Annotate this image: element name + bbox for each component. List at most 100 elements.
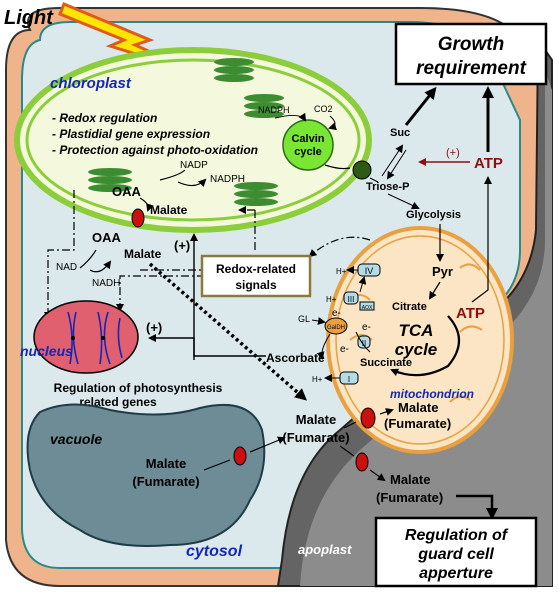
co2-arrow: [328, 115, 337, 131]
calvin-output-arrow: [324, 164, 351, 170]
triose-glycolysis-arrow: [387, 193, 420, 210]
succinate-label: Succinate: [360, 357, 412, 369]
nadph-top-label: NADPH: [258, 105, 290, 115]
calvin-label-1: Calvin: [291, 133, 324, 145]
cristae: [347, 263, 483, 403]
chloroplast-label: chloroplast: [50, 75, 132, 92]
ascorbate-label: Ascorbate: [266, 351, 325, 365]
plus-suc-label: (+): [446, 147, 460, 159]
calvin-cycle-node: [282, 119, 334, 171]
growth-requirement-box: [394, 22, 548, 86]
mitochondrion-inner: [335, 235, 505, 445]
pyr-citrate-arrow: [428, 281, 441, 300]
mitochondrion-label: mitochondrion: [390, 387, 474, 401]
mito-transporter: [360, 407, 376, 429]
light-label: Light: [4, 7, 54, 29]
vacuole-label: vacuole: [50, 431, 102, 447]
oaa-malate-chloro-arrow: [139, 197, 154, 212]
nadh-label: NADH: [92, 278, 120, 289]
h-plus-label-1: H+: [336, 267, 347, 276]
gl-label: GL: [298, 314, 310, 324]
cytosol-label: cytosol: [186, 543, 243, 560]
signal-line-mito: [308, 236, 371, 258]
tca-cycle-arrow: [390, 315, 461, 377]
triose-p-label: Triose-P: [366, 181, 409, 193]
complex-iv-label: IV: [365, 266, 374, 276]
chloroplast-inner: [25, 58, 361, 222]
tca-label-2: cycle: [395, 340, 438, 359]
redox-signals-box: [200, 254, 312, 298]
glycolysis-label: Glycolysis: [406, 209, 461, 221]
signal-line-upper: [240, 210, 256, 250]
atp-mito-label: ATP: [456, 305, 485, 322]
thylakoid-stack-3: [88, 168, 132, 192]
malate-chloro-label: Malate: [150, 203, 188, 217]
complex-i-label: I: [348, 375, 350, 384]
vacuole-node: [26, 403, 266, 547]
calvin-label-2: cycle: [294, 146, 322, 158]
oaa-chloro-label: OAA: [112, 184, 142, 199]
co2-label: CO2: [314, 104, 333, 114]
chloroplast-transporter: [131, 208, 145, 228]
redox-signals-label-2: signals: [235, 278, 277, 292]
e-minus-label-2: e-: [362, 322, 371, 333]
chloro-bullet-1: - Redox regulation: [52, 111, 157, 125]
guard-label-3: apperture: [419, 565, 493, 582]
chloro-bullet-3: - Protection against photo-oxidation: [52, 143, 258, 157]
citrate-label: Citrate: [392, 301, 427, 313]
complex-iii: [343, 291, 359, 305]
apoplast-label: apoplast: [298, 542, 352, 557]
plus-left-label: (+): [174, 238, 190, 253]
thylakoid-stack-2: [244, 94, 284, 118]
malate-cyto-label: Malate: [124, 247, 162, 261]
malate-fum-apo-1: Malate: [390, 472, 430, 487]
tca-label-1: TCA: [399, 321, 434, 340]
growth-label-2: requirement: [416, 58, 526, 79]
vacuole-malate-exchange-arrow: [203, 438, 284, 471]
malate-fum-cyto-1: Malate: [296, 412, 336, 427]
nadp-nadph-exchange: [159, 169, 205, 186]
nadp-label: NADP: [180, 160, 208, 171]
complex-iii-label: III: [348, 295, 355, 304]
guard-label-2: guard cell: [417, 546, 494, 563]
malate-fum-mito-2: (Fumarate): [384, 416, 451, 431]
triose-suc-arrow: [381, 144, 404, 177]
e-minus-label-1: e-: [332, 308, 341, 319]
malate-cytosol-dotted-arrow: [148, 262, 308, 401]
apoplast-malate-exchange-arrow: [339, 445, 384, 480]
exporter-triose-arrow: [369, 177, 379, 183]
redox-signals-label-1: Redox-related: [216, 262, 296, 276]
signal-line-chloro: [44, 190, 75, 320]
aox-label: AOX: [362, 305, 373, 311]
oaa-cyto-label: OAA: [92, 230, 122, 245]
electron-path: [355, 278, 370, 353]
regulation-genes-label-2: related genes: [79, 395, 157, 409]
complex-ii-label: II: [362, 339, 366, 348]
ascorbate-nucleus-arrow: [148, 334, 266, 357]
galdh-label: GalDH: [327, 325, 345, 331]
complex-ii: [357, 335, 371, 349]
thylakoid-stack-4: [234, 182, 278, 206]
mito-malate-exchange-arrow: [343, 410, 392, 429]
pyr-label: Pyr: [432, 264, 453, 279]
suc-label: Suc: [390, 127, 410, 139]
nad-label: NAD: [56, 262, 77, 273]
oaa-malate-cyto-arrow: [79, 249, 110, 273]
galdh-ascorbate-arrow: [316, 333, 331, 360]
e-minus-label-3: e-: [340, 344, 349, 355]
apoplast-guard-arrow: [456, 494, 498, 520]
regulation-genes-label-1: Regulation of photosynthesis: [54, 381, 223, 395]
chloro-bullet-2: - Plastidial gene expression: [52, 127, 210, 141]
guard-cell-box: [374, 516, 538, 588]
vacuole-transporter: [233, 446, 247, 466]
suc-growth-arrow: [404, 86, 437, 126]
h-plus-label-3: H+: [312, 375, 323, 384]
mitochondrion-outer: [326, 226, 514, 454]
plus-nucleus-label: (+): [146, 320, 162, 335]
calvin-input-arrow: [274, 112, 307, 122]
thylakoid-stack-1: [214, 58, 254, 82]
malate-fum-cyto-2: (Fumarate): [282, 430, 349, 445]
h-plus-label-2: H+: [326, 295, 337, 304]
nucleus-label: nucleus: [20, 343, 73, 359]
growth-label-1: Growth: [438, 34, 505, 55]
